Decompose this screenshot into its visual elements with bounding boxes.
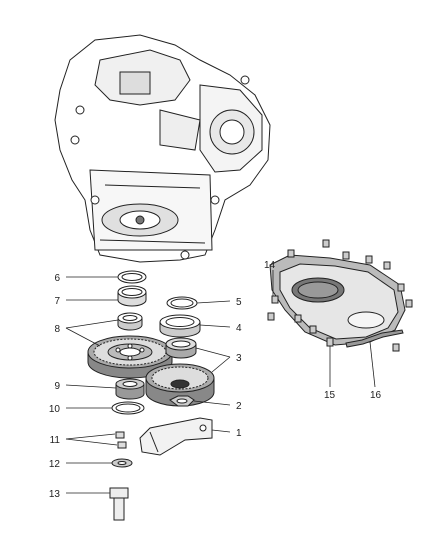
callout-14: 14 [264, 260, 276, 271]
part-14-bolts [267, 239, 413, 352]
callout-6: 6 [54, 273, 60, 284]
part-7-bearing-cup [117, 285, 147, 307]
part-3-gear [145, 363, 215, 407]
callout-9: 9 [54, 381, 60, 392]
part-5-ring [166, 296, 198, 310]
part-4-bearing-cup [159, 314, 201, 338]
part-11-bolts [115, 431, 127, 449]
callout-4: 4 [236, 323, 242, 334]
part-2-nut [169, 395, 195, 407]
callout-7: 7 [54, 296, 60, 307]
callout-8: 8 [54, 324, 60, 335]
part-13-bolt [109, 487, 129, 521]
callout-2: 2 [236, 401, 242, 412]
callout-13: 13 [49, 489, 61, 500]
callout-16: 16 [370, 390, 382, 401]
callout-10: 10 [49, 404, 61, 415]
part-15-bolt [326, 337, 334, 347]
transmission-housing [54, 34, 271, 263]
leader-lines [65, 270, 376, 494]
part-1-bracket [139, 417, 213, 456]
part-16-seal-strip [345, 329, 404, 348]
part-3-bearing [165, 337, 197, 359]
callout-5: 5 [236, 297, 242, 308]
callout-11: 11 [50, 435, 61, 446]
part-12-washer [111, 458, 133, 468]
part-8-bearing [117, 312, 143, 331]
part-6-ring [117, 270, 147, 284]
part-9-bearing [115, 378, 145, 400]
callout-3: 3 [236, 353, 242, 364]
callout-12: 12 [49, 459, 61, 470]
part-10-snap-ring [111, 401, 145, 415]
callout-15: 15 [324, 390, 336, 401]
callout-1: 1 [236, 428, 242, 439]
part-16-cover [269, 254, 406, 346]
